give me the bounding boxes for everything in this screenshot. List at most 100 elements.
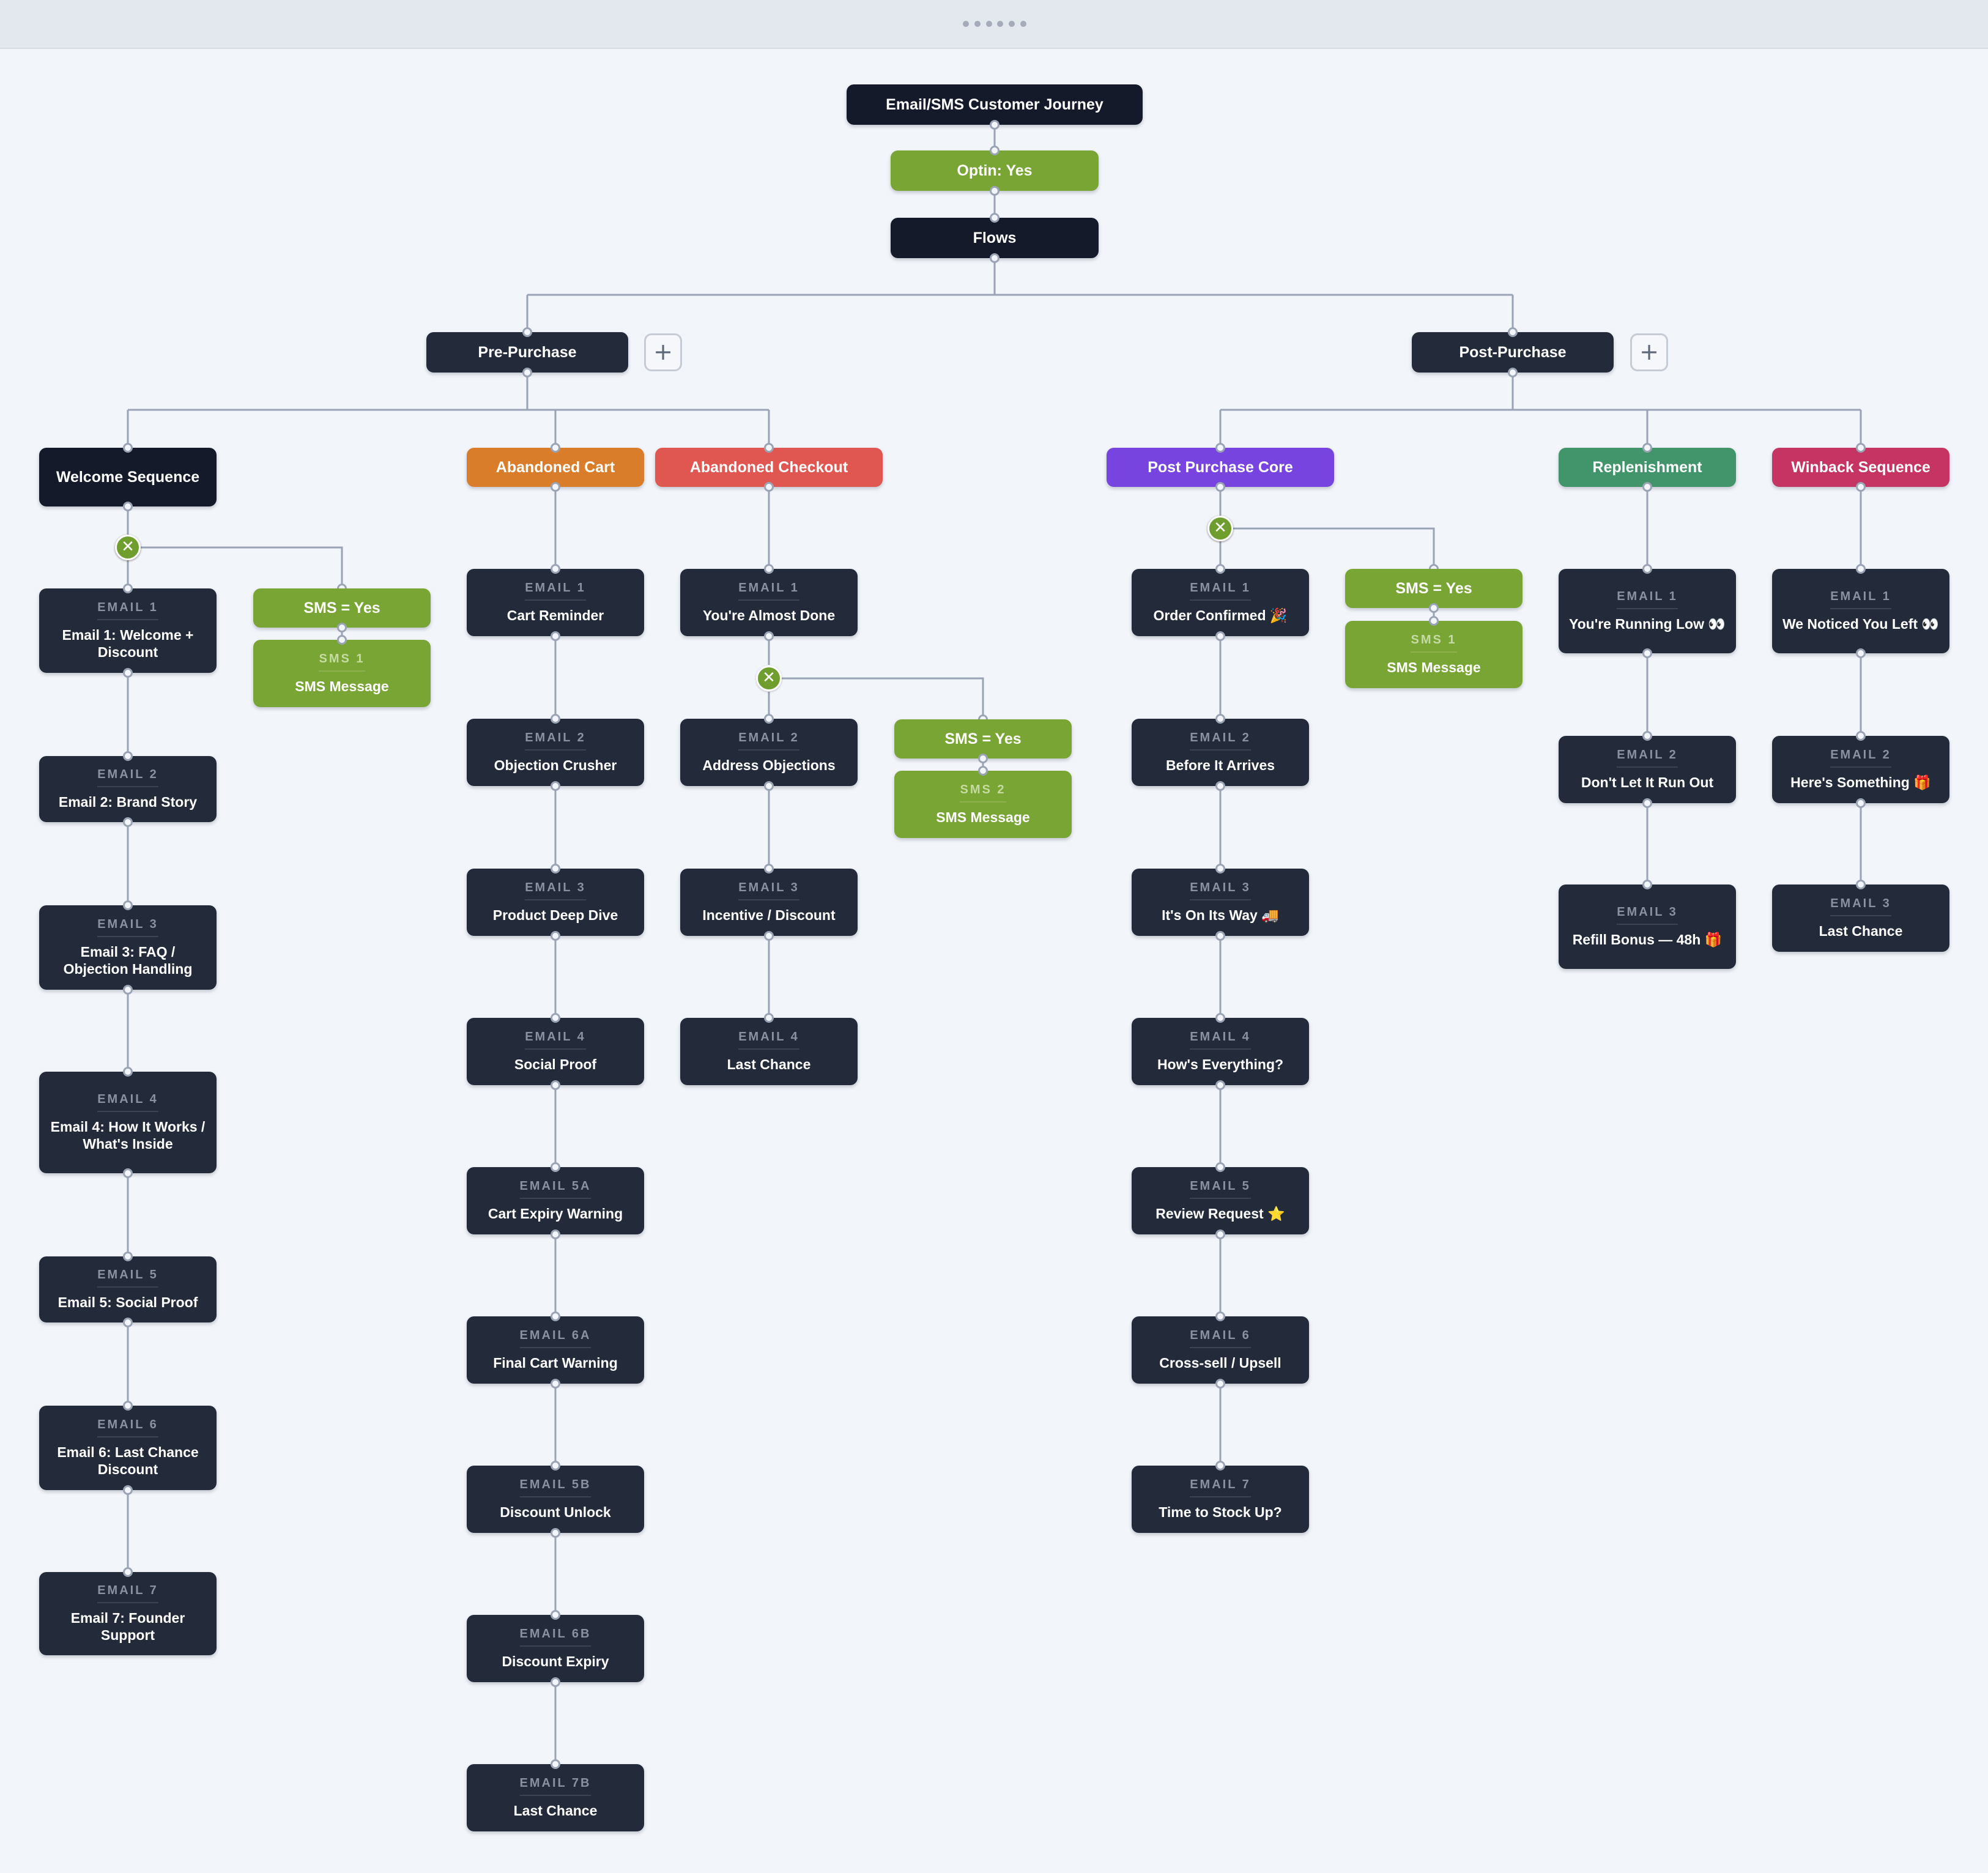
- connector-port[interactable]: [1215, 1013, 1225, 1023]
- connector-port[interactable]: [551, 931, 560, 941]
- connector-port[interactable]: [1856, 731, 1866, 741]
- connector-port[interactable]: [551, 864, 560, 873]
- connector-port[interactable]: [764, 482, 774, 492]
- connector-port[interactable]: [123, 502, 133, 511]
- connector-port[interactable]: [764, 931, 774, 941]
- connector-port[interactable]: [1215, 1162, 1225, 1172]
- connector-port[interactable]: [1508, 368, 1518, 377]
- connector-port[interactable]: [1856, 798, 1866, 808]
- post-purchase-core-node[interactable]: Post Purchase Core: [1107, 448, 1334, 487]
- connector-port[interactable]: [1856, 880, 1866, 889]
- connector-port[interactable]: [551, 1379, 560, 1389]
- sms-condition-node[interactable]: SMS = Yes: [894, 719, 1072, 758]
- add-post-purchase-button[interactable]: +: [1630, 333, 1668, 371]
- connector-port[interactable]: [337, 635, 347, 645]
- connector-port[interactable]: [551, 443, 560, 453]
- journey-root-node[interactable]: Email/SMS Customer Journey: [847, 84, 1143, 125]
- connector-port[interactable]: [123, 1252, 133, 1261]
- connector-port[interactable]: [764, 564, 774, 574]
- pre-purchase-node[interactable]: Pre-Purchase: [426, 332, 628, 373]
- connector-port[interactable]: [551, 564, 560, 574]
- connector-port[interactable]: [764, 631, 774, 641]
- connector-port[interactable]: [764, 1013, 774, 1023]
- flows-node[interactable]: Flows: [891, 218, 1099, 258]
- connector-port[interactable]: [1508, 327, 1518, 337]
- connector-port[interactable]: [1642, 482, 1652, 492]
- connector-port[interactable]: [978, 754, 988, 763]
- connector-port[interactable]: [123, 1485, 133, 1495]
- connector-port[interactable]: [764, 864, 774, 873]
- connector-port[interactable]: [1429, 616, 1439, 626]
- condition-check-icon[interactable]: ✕: [1207, 516, 1233, 541]
- post-purchase-node[interactable]: Post-Purchase: [1412, 332, 1614, 373]
- connector-port[interactable]: [1642, 564, 1652, 574]
- connector-port[interactable]: [551, 1013, 560, 1023]
- connector-port[interactable]: [551, 1162, 560, 1172]
- connector-port[interactable]: [1215, 781, 1225, 791]
- condition-check-icon[interactable]: ✕: [756, 666, 782, 691]
- sms-condition-node[interactable]: SMS = Yes: [1345, 569, 1523, 608]
- connector-port[interactable]: [1642, 798, 1652, 808]
- connector-port[interactable]: [337, 623, 347, 632]
- replenishment-node[interactable]: Replenishment: [1559, 448, 1736, 487]
- connector-port[interactable]: [764, 443, 774, 453]
- connector-port[interactable]: [551, 1461, 560, 1471]
- connector-port[interactable]: [551, 1230, 560, 1239]
- condition-check-icon[interactable]: ✕: [115, 535, 141, 560]
- connector-port[interactable]: [1642, 648, 1652, 658]
- connector-port[interactable]: [1856, 648, 1866, 658]
- connector-port[interactable]: [522, 368, 532, 377]
- connector-port[interactable]: [1215, 1311, 1225, 1321]
- connector-port[interactable]: [123, 817, 133, 827]
- drag-handle[interactable]: [963, 21, 1026, 28]
- connector-port[interactable]: [764, 714, 774, 724]
- connector-port[interactable]: [1642, 731, 1652, 741]
- connector-port[interactable]: [123, 1067, 133, 1077]
- connector-port[interactable]: [551, 781, 560, 791]
- connector-port[interactable]: [1215, 631, 1225, 641]
- connector-port[interactable]: [123, 900, 133, 910]
- connector-port[interactable]: [551, 1610, 560, 1620]
- connector-port[interactable]: [1215, 443, 1225, 453]
- connector-port[interactable]: [1856, 443, 1866, 453]
- winback-sequence-node[interactable]: Winback Sequence: [1772, 448, 1949, 487]
- connector-port[interactable]: [1215, 931, 1225, 941]
- connector-port[interactable]: [1642, 443, 1652, 453]
- connector-port[interactable]: [1215, 1230, 1225, 1239]
- connector-port[interactable]: [1215, 564, 1225, 574]
- connector-port[interactable]: [123, 1168, 133, 1178]
- connector-port[interactable]: [123, 751, 133, 761]
- connector-port[interactable]: [123, 1318, 133, 1327]
- connector-port[interactable]: [551, 1528, 560, 1538]
- optin-node[interactable]: Optin: Yes: [891, 150, 1099, 191]
- connector-port[interactable]: [551, 1080, 560, 1090]
- connector-port[interactable]: [551, 482, 560, 492]
- connector-port[interactable]: [551, 714, 560, 724]
- connector-port[interactable]: [990, 213, 1000, 223]
- connector-port[interactable]: [1642, 880, 1652, 889]
- connector-port[interactable]: [1429, 603, 1439, 613]
